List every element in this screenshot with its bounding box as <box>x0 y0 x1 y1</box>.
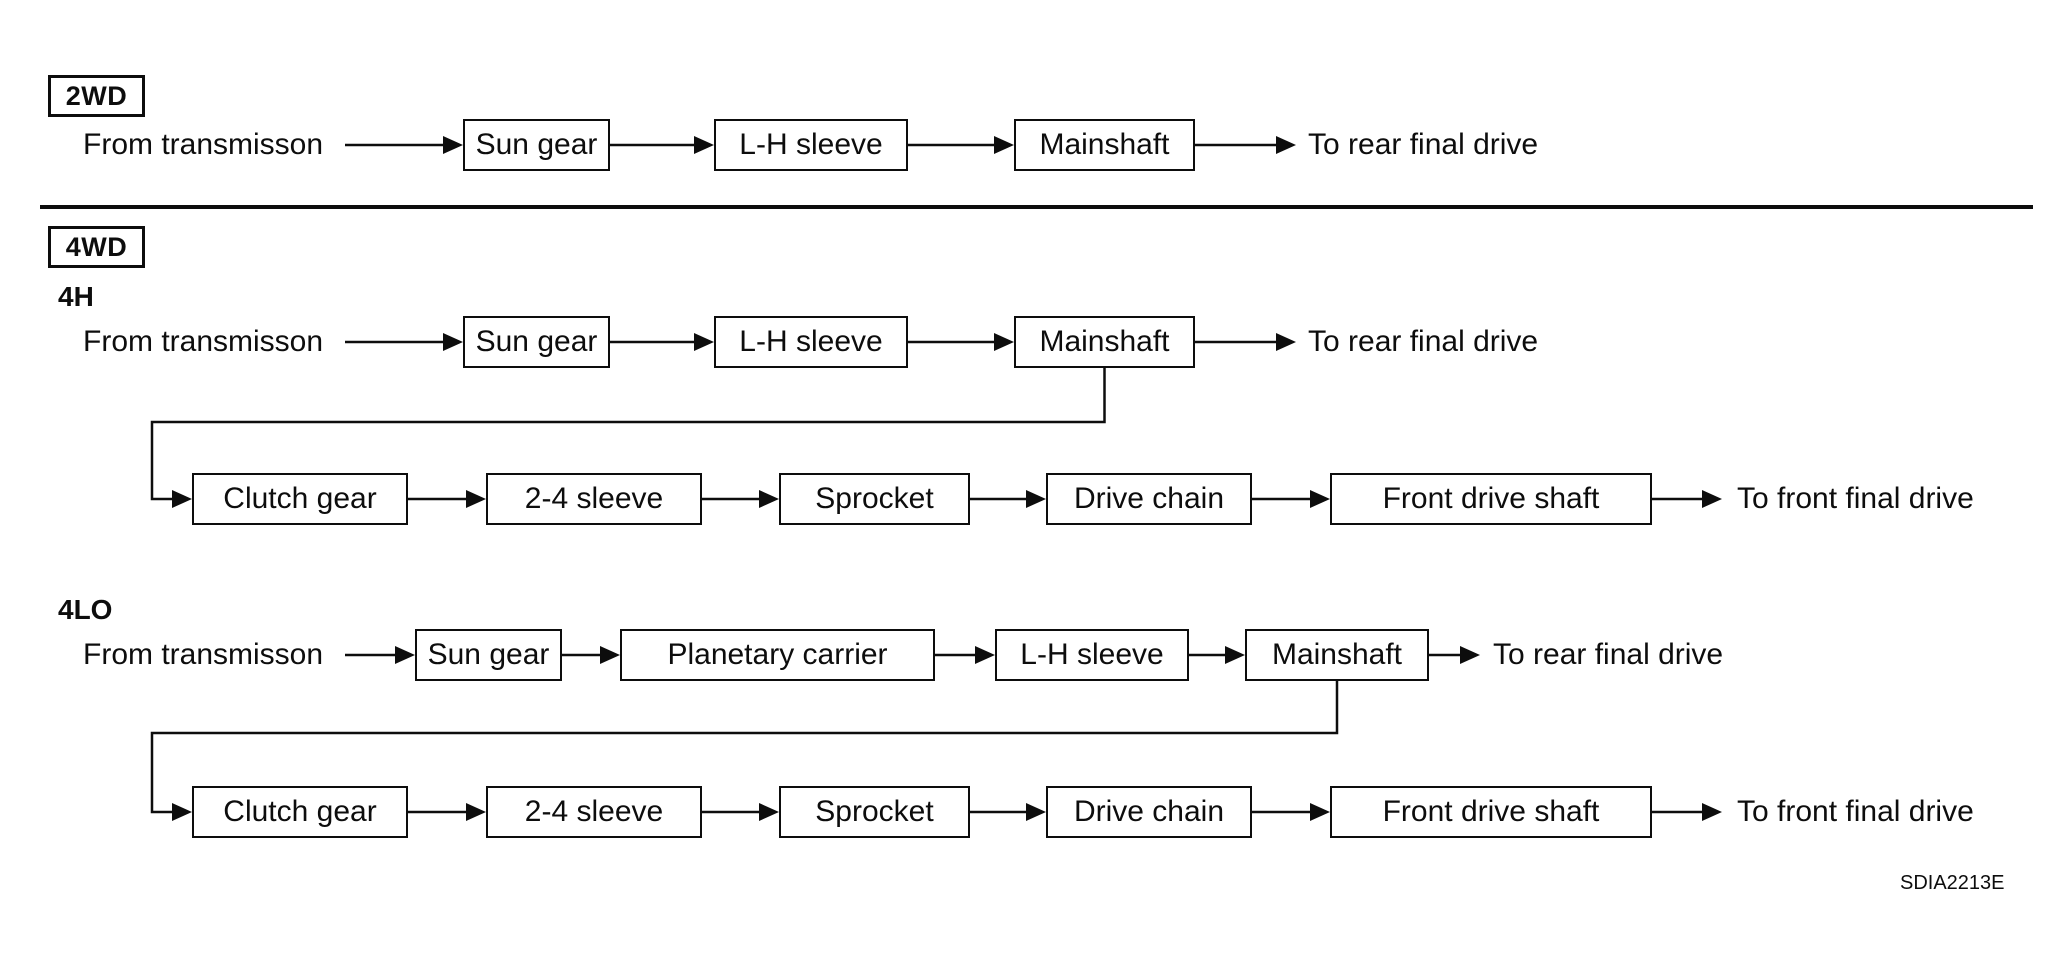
node-sun-gear: Sun gear <box>463 316 610 368</box>
arrow <box>562 646 620 664</box>
arrow <box>1189 646 1245 664</box>
arrow <box>1195 333 1296 351</box>
node-planetary-carrier: Planetary carrier <box>620 629 935 681</box>
node-drive-chain: Drive chain <box>1046 473 1252 525</box>
arrow <box>908 136 1014 154</box>
arrow <box>610 136 714 154</box>
terminal-to-rear-final-drive: To rear final drive <box>1308 128 1539 161</box>
node-front-drive-shaft: Front drive shaft <box>1330 786 1652 838</box>
arrow <box>908 333 1014 351</box>
node-clutch-gear: Clutch gear <box>192 786 408 838</box>
node-drive-chain: Drive chain <box>1046 786 1252 838</box>
node-mainshaft: Mainshaft <box>1014 316 1195 368</box>
arrow <box>610 333 714 351</box>
node-sprocket: Sprocket <box>779 473 970 525</box>
terminal-from-transmission: From transmisson <box>83 638 324 671</box>
arrow <box>1652 490 1722 508</box>
arrow <box>1429 646 1480 664</box>
arrow <box>345 646 415 664</box>
node-lh-sleeve: L-H sleeve <box>714 316 908 368</box>
node-mainshaft: Mainshaft <box>1014 119 1195 171</box>
terminal-to-front-final-drive: To front final drive <box>1737 795 1974 828</box>
node-sprocket: Sprocket <box>779 786 970 838</box>
node-2-4-sleeve: 2-4 sleeve <box>486 473 702 525</box>
arrow <box>408 803 486 821</box>
elbow-connector <box>150 681 1339 821</box>
mode-label-4lo: 4LO <box>58 594 113 625</box>
node-clutch-gear: Clutch gear <box>192 473 408 525</box>
arrow <box>1252 803 1330 821</box>
figure-code: SDIA2213E <box>1900 872 2005 894</box>
terminal-to-rear-final-drive: To rear final drive <box>1493 638 1724 671</box>
arrow <box>702 803 779 821</box>
arrow <box>935 646 995 664</box>
terminal-from-transmission: From transmisson <box>83 325 324 358</box>
arrow <box>345 333 463 351</box>
terminal-to-rear-final-drive: To rear final drive <box>1308 325 1539 358</box>
node-2-4-sleeve: 2-4 sleeve <box>486 786 702 838</box>
mode-label-4h: 4H <box>58 281 94 312</box>
arrow <box>1652 803 1722 821</box>
node-front-drive-shaft: Front drive shaft <box>1330 473 1652 525</box>
arrow <box>1252 490 1330 508</box>
arrow <box>702 490 779 508</box>
arrow <box>970 803 1046 821</box>
elbow-connector <box>150 368 1106 508</box>
arrow <box>970 490 1046 508</box>
badge-4wd: 4WD <box>48 226 145 268</box>
arrow <box>345 136 463 154</box>
terminal-to-front-final-drive: To front final drive <box>1737 482 1974 515</box>
node-sun-gear: Sun gear <box>463 119 610 171</box>
node-mainshaft: Mainshaft <box>1245 629 1429 681</box>
arrow <box>408 490 486 508</box>
node-sun-gear: Sun gear <box>415 629 562 681</box>
terminal-from-transmission: From transmisson <box>83 128 324 161</box>
node-lh-sleeve: L-H sleeve <box>995 629 1189 681</box>
arrow <box>1195 136 1296 154</box>
badge-2wd: 2WD <box>48 75 145 117</box>
node-lh-sleeve: L-H sleeve <box>714 119 908 171</box>
